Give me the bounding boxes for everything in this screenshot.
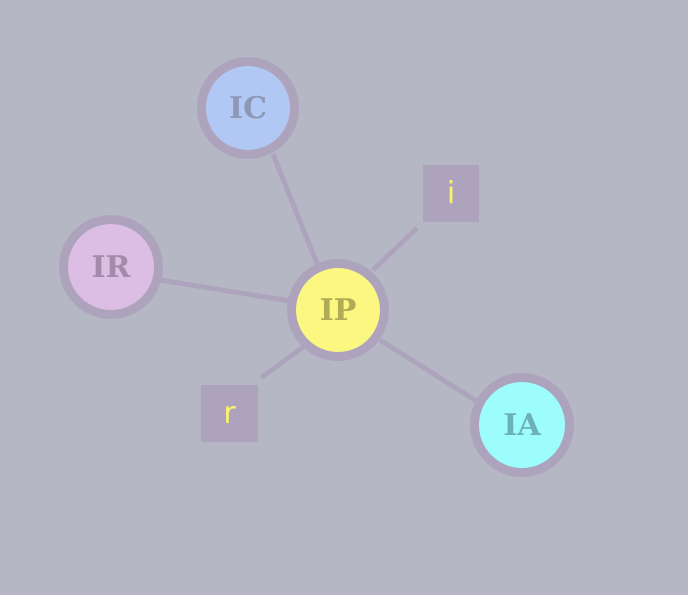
node-label-ip: IP — [319, 292, 357, 328]
node-ic[interactable]: IC — [197, 57, 299, 159]
tag-i[interactable]: i — [423, 165, 479, 222]
edge-ip-i — [371, 226, 419, 272]
tag-r[interactable]: r — [201, 385, 258, 442]
node-label-ir: IR — [91, 249, 131, 285]
edge-ip-ic — [270, 153, 321, 267]
tag-label-r: r — [223, 395, 236, 431]
node-ia[interactable]: IA — [470, 373, 574, 477]
tag-label-i: i — [446, 175, 456, 211]
node-label-ia: IA — [503, 407, 541, 443]
edge-ip-r — [259, 344, 305, 381]
edge-ip-ia — [378, 337, 480, 405]
edge-ip-ir — [159, 277, 291, 304]
node-ip[interactable]: IP — [287, 259, 389, 361]
node-label-ic: IC — [229, 90, 267, 126]
node-ir[interactable]: IR — [59, 215, 163, 319]
